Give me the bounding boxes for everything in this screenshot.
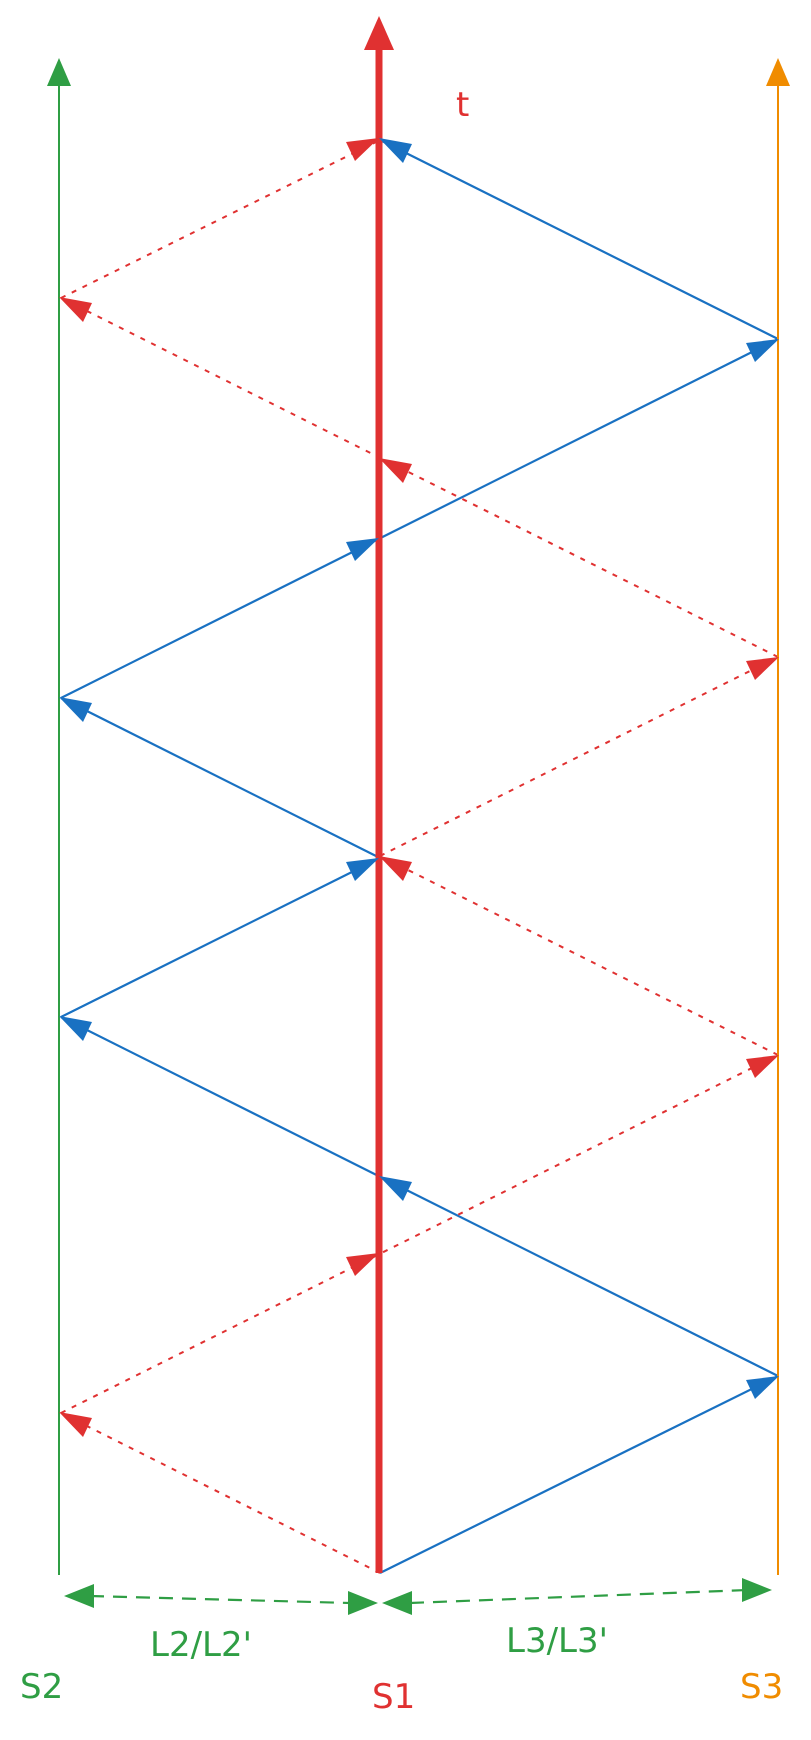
red-arrowhead-icon	[746, 1055, 779, 1078]
red-signal-segment	[379, 855, 779, 1056]
blue-arrowhead-icon	[346, 538, 379, 561]
red-arrowhead-icon	[59, 297, 92, 322]
distance-arrowhead-right-icon	[742, 1578, 772, 1602]
blue-arrowhead-icon	[746, 339, 779, 362]
blue-arrowhead-icon	[379, 1176, 412, 1201]
blue-signal-segment	[60, 857, 381, 1018]
blue-arrowhead-icon	[59, 697, 92, 722]
red-arrowhead-icon	[379, 458, 412, 483]
s1-time-axis	[364, 16, 394, 1573]
s2-label: S2	[20, 1667, 63, 1707]
red-arrowhead-icon	[379, 856, 412, 881]
blue-arrowhead-icon	[346, 858, 379, 881]
blue-arrowhead-icon	[746, 1376, 779, 1399]
blue-signal-segment	[60, 338, 779, 699]
blue-arrowhead-icon	[59, 1016, 92, 1041]
blue-signal-segment	[379, 1375, 779, 1574]
red-signal-segment	[60, 139, 381, 299]
s3-axis	[766, 58, 790, 1575]
red-signal-segment	[60, 1412, 381, 1574]
red-arrowheads	[59, 138, 779, 1437]
time-axis-arrowhead-icon	[364, 16, 394, 50]
s1-label: S1	[372, 1677, 415, 1717]
blue-signal-segment	[60, 1016, 779, 1377]
blue-signal-path	[60, 139, 779, 1574]
s3-label: S3	[740, 1667, 783, 1707]
distance-arrowhead-left-icon	[64, 1584, 94, 1608]
blue-signal-segment	[379, 139, 779, 340]
blue-signal-segment	[60, 697, 381, 859]
red-arrowhead-icon	[59, 1412, 92, 1437]
s2-axis	[47, 58, 71, 1575]
red-signal-segment	[379, 656, 779, 857]
distance-marker-left	[64, 1584, 378, 1615]
right-distance-label: L3/L3'	[506, 1621, 608, 1661]
time-axis-label: t	[456, 85, 469, 125]
red-dashed-signal-path	[60, 139, 779, 1574]
blue-arrowheads	[59, 138, 779, 1399]
s2-arrowhead-icon	[47, 58, 71, 86]
left-distance-label: L2/L2'	[150, 1625, 252, 1665]
red-arrowhead-icon	[746, 657, 779, 680]
red-arrowhead-icon	[346, 138, 379, 161]
red-arrowhead-icon	[346, 1253, 379, 1276]
blue-arrowhead-icon	[379, 138, 412, 163]
distance-arrowhead-left-icon	[382, 1591, 412, 1615]
s3-arrowhead-icon	[766, 58, 790, 86]
distance-arrowhead-right-icon	[348, 1591, 378, 1615]
distance-marker-right	[382, 1578, 772, 1615]
red-signal-segment	[60, 1054, 779, 1414]
red-signal-segment	[60, 297, 779, 658]
